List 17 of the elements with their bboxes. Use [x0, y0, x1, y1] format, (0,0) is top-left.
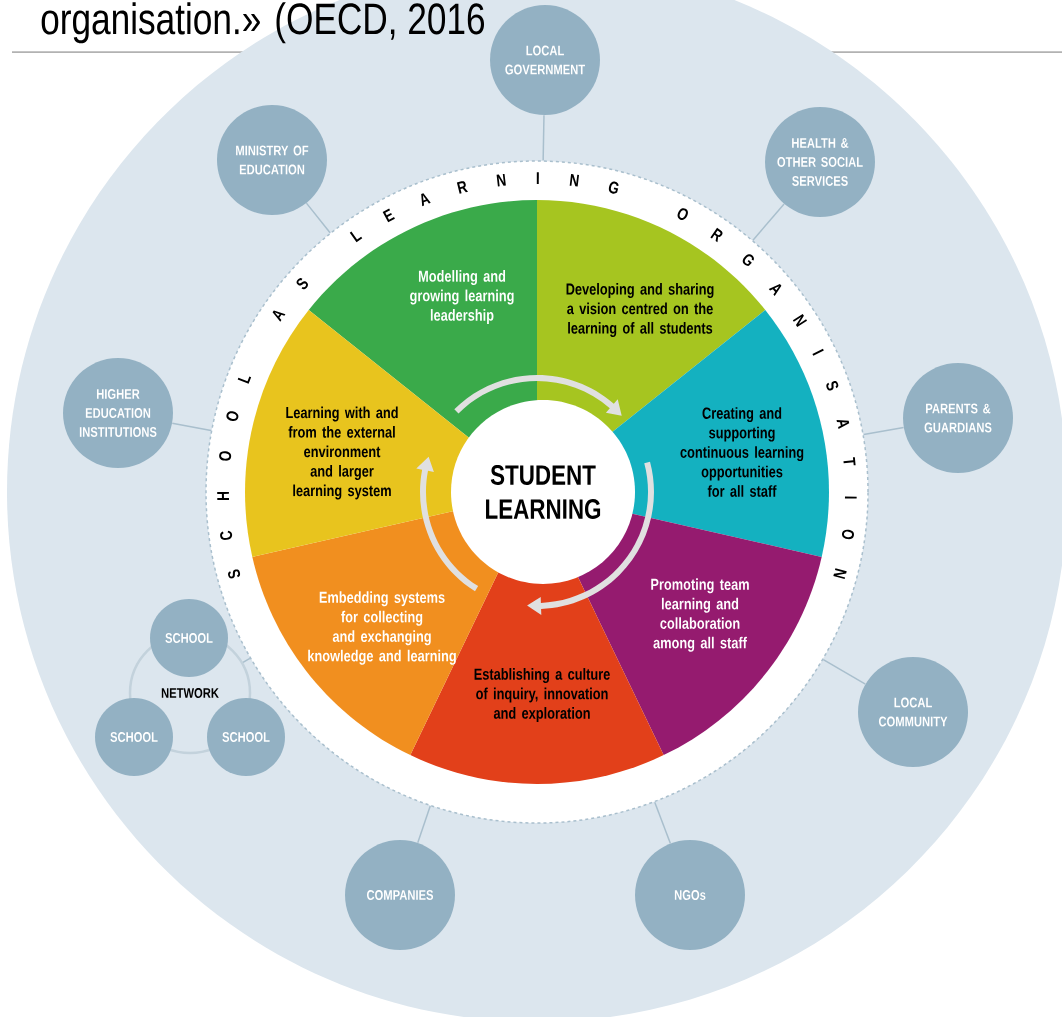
- heading-fragment: organisation.» (OECD, 2016: [41, 2, 485, 44]
- connector-line: [752, 203, 785, 241]
- connector-line: [171, 422, 212, 432]
- node-text: Learning with and from the external environment and larger learning system: [286, 406, 398, 500]
- connector-line: [305, 202, 331, 234]
- node-text: Developing and sharing a vision centred on the learning of all students: [566, 283, 714, 337]
- connector-line: [863, 426, 905, 436]
- connector-line: [242, 657, 251, 664]
- connector-line: [822, 658, 867, 685]
- node-text: Establishing a culture of inquiry, innovation and exploration: [474, 668, 610, 722]
- node-text: Modelling and growing learning leadership: [410, 270, 514, 324]
- node-text: Embedding systems for collecting and exchanging knowledge and learning: [308, 591, 456, 665]
- connector-line: [542, 114, 545, 162]
- connector-line: [654, 801, 672, 845]
- connector-line: [417, 805, 431, 844]
- node-text: Creating and supporting continuous learning opportunities for all staff: [680, 407, 804, 497]
- node-text: Promoting team learning and collaboration among all staff: [651, 578, 749, 652]
